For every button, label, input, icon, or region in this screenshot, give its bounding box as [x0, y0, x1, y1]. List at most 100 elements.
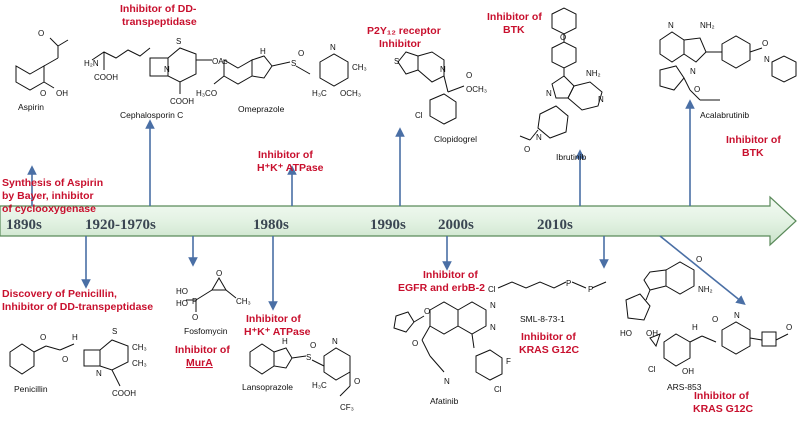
label-mura-2: MurA — [186, 357, 213, 369]
atom-oh: OH — [56, 89, 68, 98]
atom-s: S — [394, 57, 399, 66]
structure-ibrutinib: O NH₂ N N N O Ibrutinib — [519, 7, 604, 162]
name-lansoprazole: Lansoprazole — [242, 382, 293, 392]
atom-cl: Cl — [488, 285, 496, 294]
label-cephalo-1: Inhibitor of DD- — [120, 3, 197, 15]
name-acalabrutinib: Acalabrutinib — [700, 110, 749, 120]
label-penicillin-1: Discovery of Penicillin, — [2, 288, 117, 300]
era-1980s: 1980s — [253, 217, 289, 233]
atom-f: F — [506, 357, 511, 366]
atom-ch3: CH₃ — [132, 343, 147, 352]
atom-o: O — [38, 29, 44, 38]
atom-p: P — [566, 279, 571, 288]
atom-o: O — [560, 33, 566, 42]
atom-o: O — [62, 355, 68, 364]
atom-n: N — [546, 89, 552, 98]
atom-s: S — [176, 37, 181, 46]
atom-cooh: COOH — [112, 389, 136, 398]
name-cephalosporin: Cephalosporin C — [120, 110, 183, 120]
atom-ch3: CH₃ — [236, 297, 251, 306]
atom-n: N — [96, 369, 102, 378]
atom-n: N — [734, 311, 740, 320]
atom-o: O — [192, 313, 198, 322]
label-btk1-2: BTK — [503, 24, 525, 36]
atom-o: O — [762, 39, 768, 48]
name-ars: ARS-853 — [667, 382, 702, 392]
atom-o: O — [310, 341, 316, 350]
structure-lansoprazole: H S O N H₃C O CF₃ Lansoprazole — [242, 337, 360, 412]
name-sml: SML-8-73-1 — [520, 314, 565, 324]
structure-aspirin: O OH O Aspirin — [15, 29, 69, 112]
label-kras2-1: Inhibitor of — [694, 390, 749, 402]
atom-n: N — [332, 337, 338, 346]
atom-cf3: CF₃ — [340, 403, 354, 412]
label-aspirin-1: Synthesis of Aspirin — [2, 177, 103, 189]
label-omeprazole-1: Inhibitor of — [258, 149, 313, 161]
atom-o: O — [696, 255, 702, 264]
label-p2y-2: Inhibitor — [379, 38, 421, 50]
atom-h3co: H₃CO — [196, 89, 217, 98]
atom-s: S — [291, 59, 296, 68]
atom-ch3: OCH₃ — [466, 85, 487, 94]
name-penicillin: Penicillin — [14, 384, 48, 394]
atom-nh2: NH₂ — [586, 69, 601, 78]
atom-ch3: CH₃ — [352, 63, 367, 72]
atom-cl: Cl — [415, 111, 423, 120]
atom-cl: Cl — [494, 385, 502, 394]
label-aspirin-2: by Bayer, inhibitor — [2, 190, 94, 202]
atom-och3: OCH₃ — [340, 89, 361, 98]
atom-nh2: NH₂ — [700, 21, 715, 30]
atom-o: O — [40, 333, 46, 342]
atom-n: N — [444, 377, 450, 386]
atom-cooh: COOH — [94, 73, 118, 82]
label-kras1-2: KRAS G12C — [519, 344, 580, 356]
atom-n: N — [490, 323, 496, 332]
name-afatinib: Afatinib — [430, 396, 459, 406]
name-clopidogrel: Clopidogrel — [434, 134, 477, 144]
atom-o: O — [466, 71, 472, 80]
structure-sml: Cl P P O NH₂ HO OH SML-8-73-1 — [488, 255, 713, 338]
atom-oh: OH — [682, 367, 694, 376]
structure-clopidogrel: S N O OCH₃ Cl Clopidogrel — [394, 51, 487, 144]
label-penicillin-2: Inhibitor of DD-transpeptidase — [2, 301, 153, 313]
label-btk2-2: BTK — [742, 147, 764, 159]
atom-oh: OH — [646, 329, 658, 338]
structure-penicillin: O O H S CH₃ CH₃ N COOH Penicillin — [9, 327, 147, 398]
atom-s: S — [306, 353, 311, 362]
atom-h2n: H₂N — [84, 59, 99, 68]
atom-n: N — [440, 65, 446, 74]
label-lanso-2: H⁺K⁺ ATPase — [244, 326, 311, 338]
atom-o: O — [412, 339, 418, 348]
name-ibrutinib: Ibrutinib — [556, 152, 587, 162]
atom-o: O — [694, 85, 700, 94]
atom-o: O — [712, 315, 718, 324]
atom-ho: HO — [176, 299, 188, 308]
name-aspirin: Aspirin — [18, 102, 44, 112]
atom-cl: Cl — [648, 365, 656, 374]
atom-n: N — [598, 95, 604, 104]
atom-h3c: H₃C — [312, 381, 327, 390]
label-lanso-1: Inhibitor of — [246, 313, 301, 325]
atom-h: H — [72, 333, 78, 342]
atom-ho: HO — [176, 287, 188, 296]
structure-cephalosporin: H₂N COOH S OAc COOH N Cephalosporin C — [84, 37, 228, 120]
atom-h: H — [692, 323, 698, 332]
atom-oh: HO — [620, 329, 632, 338]
atom-o: O — [786, 323, 792, 332]
structure-fosfomycin: HO HO P O O CH₃ Fosfomycin — [176, 269, 251, 336]
atom-n: N — [764, 55, 770, 64]
atom-n: N — [164, 65, 170, 74]
name-fosfomycin: Fosfomycin — [184, 326, 228, 336]
atom-oac: OAc — [212, 57, 228, 66]
label-btk1-1: Inhibitor of — [487, 11, 542, 23]
atom-o: O — [216, 269, 222, 278]
label-mura-1: Inhibitor of — [175, 344, 230, 356]
atom-ch3: CH₃ — [132, 359, 147, 368]
atom-p: P — [588, 285, 593, 294]
atom-o: O — [298, 49, 304, 58]
label-omeprazole-2: H⁺K⁺ ATPase — [257, 162, 324, 174]
structure-acalabrutinib: N NH₂ N O O N Acalabrutinib — [659, 21, 797, 120]
atom-nh2: NH₂ — [698, 285, 713, 294]
era-1890s: 1890s — [6, 217, 42, 233]
